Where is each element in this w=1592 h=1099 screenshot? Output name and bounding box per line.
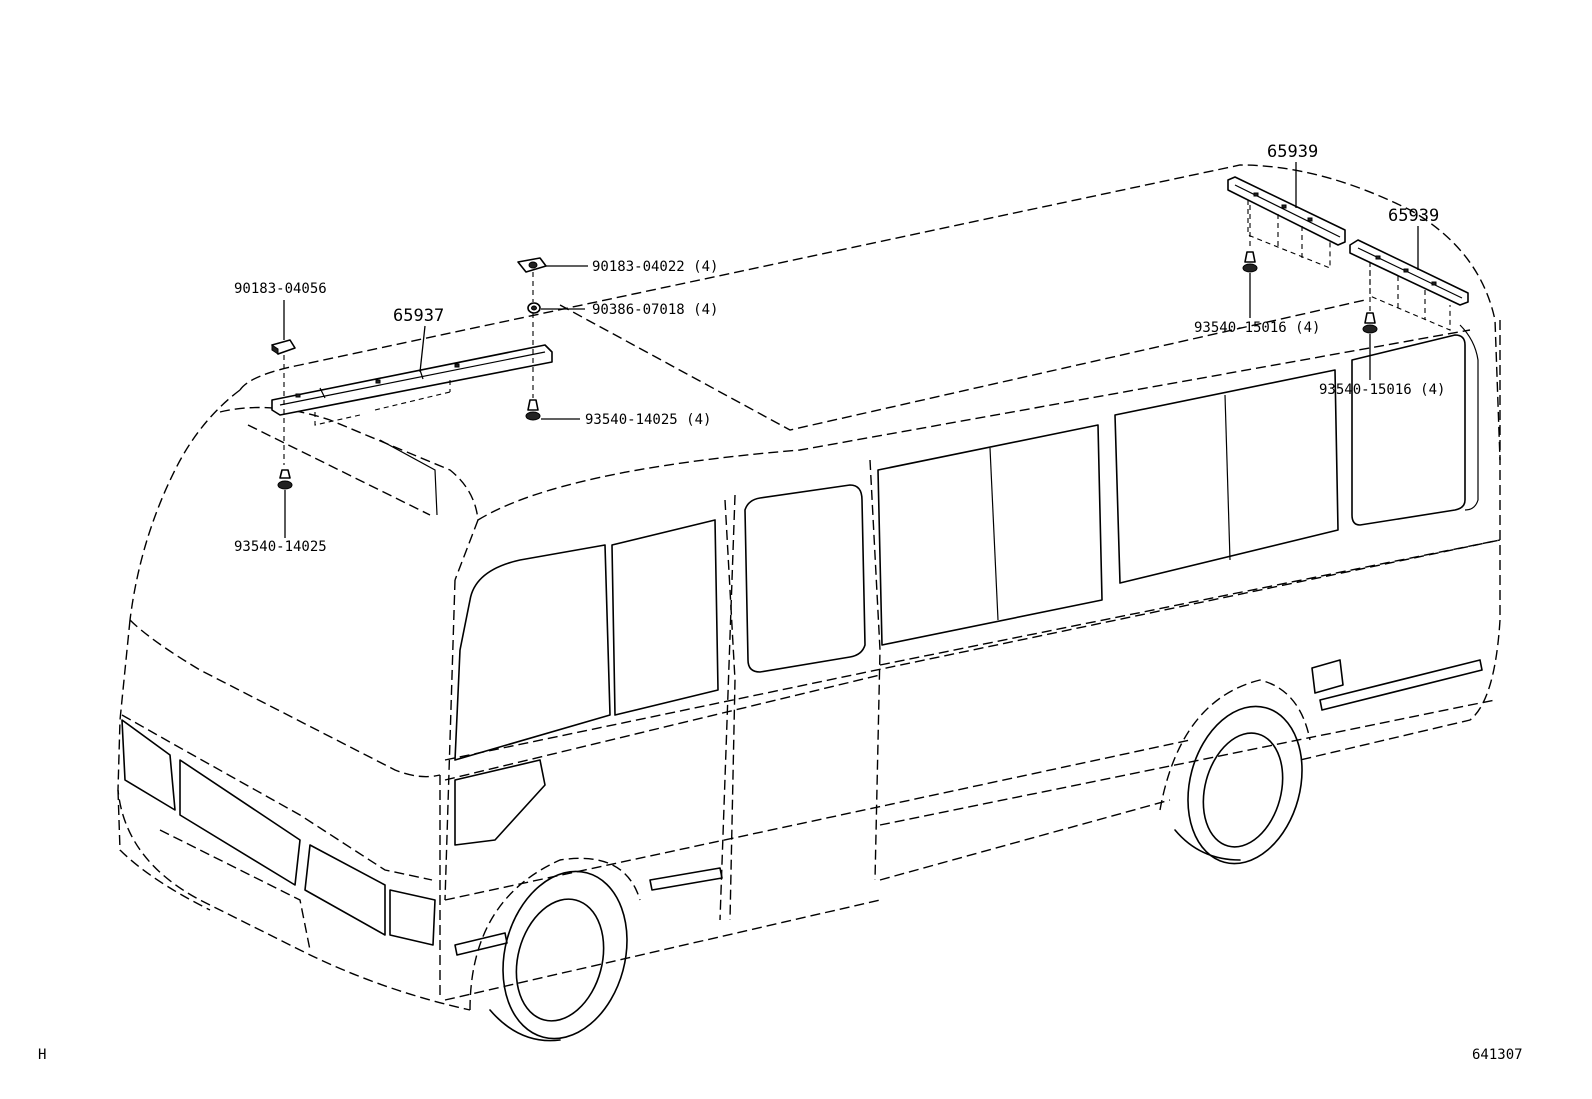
label-93540-15016-a: 93540-15016 (4) (1194, 320, 1321, 336)
label-90183-04022: 90183-04022 (4) (592, 259, 719, 275)
label-93540-14025-front: 93540-14025 (234, 539, 327, 555)
screw-93540-14025-mid-part (525, 399, 541, 421)
rear-wheel (1159, 679, 1311, 865)
nut-90386-07018-part (527, 302, 541, 314)
label-65939-b: 65939 (1388, 206, 1440, 226)
figure-number: 641307 (1472, 1047, 1523, 1063)
label-93540-15016-b: 93540-15016 (4) (1319, 382, 1446, 398)
clip-90183-04022-part (517, 257, 547, 273)
roof-molding-65939-b (1349, 239, 1469, 331)
label-90183-04056: 90183-04056 (234, 281, 327, 297)
screw-93540-15016-a-part (1242, 251, 1258, 273)
label-65939-a: 65939 (1267, 142, 1319, 162)
roof-molding-65937 (271, 344, 553, 426)
front-wheel (469, 857, 641, 1042)
label-90386-07018: 90386-07018 (4) (592, 302, 719, 318)
screw-93540-14025-front-part (277, 469, 293, 490)
corner-mark: H (38, 1047, 47, 1063)
leader-lines (283, 162, 1419, 538)
label-65937: 65937 (393, 306, 445, 326)
screw-93540-15016-b-part (1362, 312, 1378, 334)
label-93540-14025-mid: 93540-14025 (4) (585, 412, 712, 428)
roof-molding-65939-a (1227, 176, 1346, 269)
bus-body (117, 164, 1501, 1042)
clip-90183-04056-part (271, 339, 296, 355)
